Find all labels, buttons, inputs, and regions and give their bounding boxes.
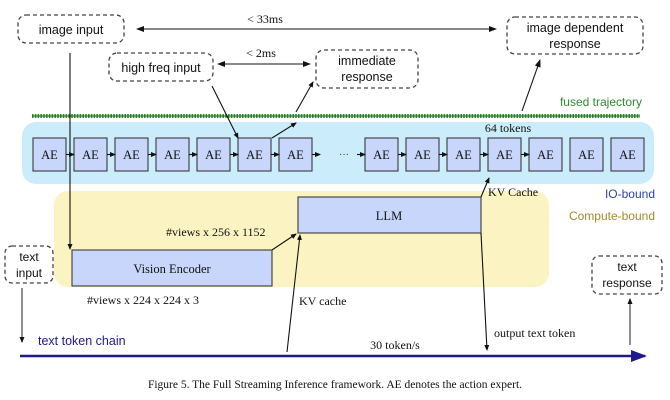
ae-box bbox=[528, 137, 563, 172]
text-response-node: text response bbox=[591, 255, 663, 295]
action-expert-chain: AE AE AE AE AE AE AE AE AE AE AE AE AE AE bbox=[32, 137, 645, 172]
vision-encoder-label: Vision Encoder bbox=[133, 262, 211, 276]
image-dependent-response-line-1: image dependent bbox=[527, 21, 624, 35]
ae-label: AE bbox=[619, 148, 636, 162]
trajectory-to-immediate-response-arrow bbox=[295, 81, 314, 113]
trajectory-to-image-dependent-arrow bbox=[521, 59, 541, 112]
llm-node: LLM bbox=[297, 196, 482, 234]
high-freq-to-ae-arrow bbox=[211, 85, 239, 139]
text-response-line-1: text bbox=[617, 260, 637, 274]
ae-label: AE bbox=[205, 148, 222, 162]
ae-label: AE bbox=[287, 148, 304, 162]
kv-cache-lower-label: KV cache bbox=[299, 294, 346, 308]
image-input-node: image input bbox=[17, 14, 125, 44]
compute-bound-label: Compute-bound bbox=[569, 209, 655, 223]
ae-box bbox=[73, 137, 108, 172]
kv-cache-upper-label: KV Cache bbox=[488, 185, 538, 199]
vision-input-shape-label: #views x 224 x 224 x 3 bbox=[87, 293, 199, 307]
image-input-label: image input bbox=[39, 23, 104, 37]
ae-box bbox=[155, 137, 190, 172]
ae-label: AE bbox=[123, 148, 140, 162]
ae-label: AE bbox=[537, 148, 554, 162]
fused-trajectory-label: fused trajectory bbox=[560, 95, 642, 109]
ae-label: AE bbox=[164, 148, 181, 162]
llm-to-output-text-token-arrow bbox=[480, 232, 490, 351]
llm-label: LLM bbox=[376, 209, 402, 223]
latency-image-label: < 33ms bbox=[247, 12, 283, 26]
ae-label: AE bbox=[414, 148, 431, 162]
immediate-response-node: immediate response bbox=[315, 49, 419, 89]
ae-box bbox=[569, 137, 604, 172]
immediate-response-line-1: immediate bbox=[338, 54, 396, 68]
ae-box bbox=[610, 137, 645, 172]
tokens-label: 64 tokens bbox=[485, 121, 532, 135]
ae-to-immediate-response-arrow bbox=[271, 122, 297, 139]
chain-to-llm-kv-cache-arrow bbox=[286, 234, 302, 353]
ae-box bbox=[487, 137, 522, 172]
immediate-response-line-2: response bbox=[341, 70, 392, 84]
ae-box bbox=[446, 137, 481, 172]
ae-label: AE bbox=[578, 148, 595, 162]
image-dependent-response-node: image dependent response bbox=[506, 16, 644, 55]
image-dependent-response-line-2: response bbox=[549, 37, 600, 51]
output-text-token-label: output text token bbox=[494, 326, 575, 340]
vision-encoder-to-llm-arrow bbox=[271, 233, 297, 251]
llm-to-ae-kv-cache-arrow bbox=[480, 177, 490, 198]
figure-caption: Figure 5. The Full Streaming Inference f… bbox=[148, 379, 522, 391]
vision-output-shape-label: #views x 256 x 1152 bbox=[166, 225, 266, 239]
text-token-chain-label: text token chain bbox=[38, 334, 126, 348]
high-freq-input-label: high freq input bbox=[121, 61, 201, 75]
text-response-line-2: response bbox=[602, 276, 652, 290]
ae-label: AE bbox=[82, 148, 99, 162]
ae-label: AE bbox=[246, 148, 263, 162]
latency-high-freq-label: < 2ms bbox=[246, 46, 276, 60]
ae-label: AE bbox=[496, 148, 513, 162]
ae-box bbox=[237, 137, 272, 172]
ae-label: AE bbox=[455, 148, 472, 162]
vision-encoder-node: Vision Encoder bbox=[71, 249, 273, 287]
high-freq-input-node: high freq input bbox=[108, 52, 214, 82]
text-input-node: text input bbox=[4, 245, 54, 284]
ae-label: AE bbox=[373, 148, 390, 162]
text-input-line-2: input bbox=[16, 266, 43, 280]
token-rate-label: 30 token/s bbox=[370, 338, 420, 352]
io-bound-label: IO-bound bbox=[605, 187, 655, 201]
ae-box bbox=[405, 137, 440, 172]
ae-label: AE bbox=[41, 148, 58, 162]
ae-ellipsis: ··· bbox=[339, 150, 349, 161]
text-input-line-1: text bbox=[19, 250, 39, 264]
